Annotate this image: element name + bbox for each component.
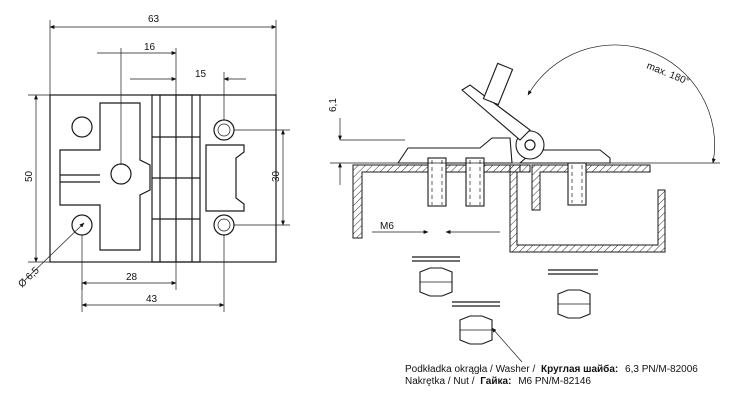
right-leaf-recess [205,144,245,212]
bolt-2 [465,157,485,207]
dim-label-hole-diameter: Ø 6,5 [16,265,42,290]
dim-label-m6: M6 [380,221,394,232]
dim-label-43: 43 [146,294,158,305]
bolt-1 [427,157,447,207]
right-channel-section [509,164,666,253]
section-view: 6,1 M6 max. 180° [328,44,720,363]
left-leaf-cutout [59,102,151,251]
legend-nut-std: M6 PN/M-82146 [518,376,591,387]
hole-top-left [71,116,93,138]
legend-washer-line: Podkładka okrągła / Washer / Круглая шай… [405,363,698,375]
legend-nut-ru: Гайка: [480,376,511,387]
dim-label-6-1: 6,1 [328,98,339,112]
dim-label-15: 15 [195,69,207,80]
legend-washer-ru: Круглая шайба: [541,363,618,375]
dim-label-28: 28 [126,272,138,283]
dim-label-30: 30 [271,170,282,182]
dim-label-max-angle: max. 180° [645,61,691,88]
legend-washer-std: 6,3 PN/M-82006 [625,364,698,375]
leader-hole-diameter [24,222,85,281]
legend-nut-line: Nakrętka / Nut / Гайка: M6 PN/M-82146 [405,376,591,387]
right-bracket-top [531,164,651,211]
parts-legend: Podkładka okrągła / Washer / Круглая шай… [405,363,698,387]
hole-top-right-inner [217,123,231,137]
dim-label-63: 63 [148,14,160,25]
hole-bottom-right-inner [217,218,231,232]
rotation-arc [527,44,716,164]
legend-nut-prefix: Nakrętka / Nut / [405,376,475,387]
dim-label-50: 50 [24,170,35,182]
top-view: 63 16 15 50 30 28 43 Ø 6,5 [16,14,290,312]
open-leaf-bolt [482,62,514,106]
hinge-left-leaf [396,137,513,164]
hole-center-left [110,163,132,185]
legend-leader [491,327,523,363]
hole-bottom-right [213,214,235,236]
bolt-3 [567,162,587,206]
legend-washer-prefix: Podkładka okrągła / Washer / [405,364,535,375]
dim-label-16: 16 [144,42,156,53]
hole-top-right [213,119,235,141]
